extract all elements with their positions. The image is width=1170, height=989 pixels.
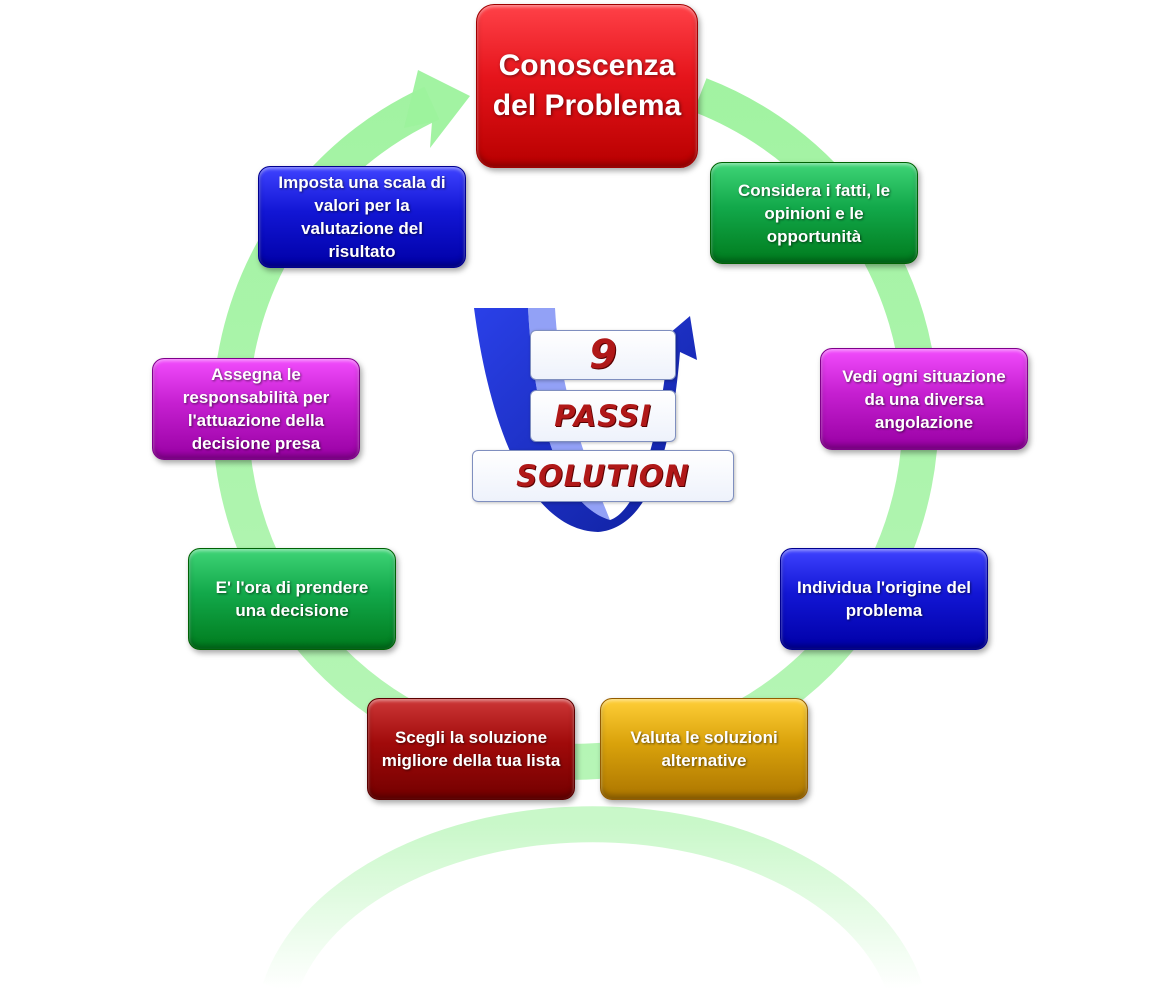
step-main-problem: Conoscenza del Problema [476, 4, 698, 168]
step-label: Scegli la soluzione migliore della tua l… [381, 728, 561, 770]
step-3: Individua l'origine del problema [780, 548, 988, 650]
logo-word-passi: PASSI [554, 399, 652, 433]
step-label: Valuta le soluzioni alternative [630, 728, 778, 770]
logo-word-solution: SOLUTION [516, 459, 690, 493]
step-8: Imposta una scala di valori per la valut… [258, 166, 466, 268]
step-label: Imposta una scala di valori per la valut… [278, 173, 446, 261]
step-1: Considera i fatti, le opinioni e le oppo… [710, 162, 918, 264]
step-label: Assegna le responsabilità per l'attuazio… [182, 365, 330, 453]
step-4: Valuta le soluzioni alternative [600, 698, 808, 800]
step-label: E' l'ora di prendere una decisione [215, 578, 369, 620]
cycle-ring-arc [212, 78, 939, 780]
cycle-ring-reflection [262, 806, 923, 989]
step-label: Vedi ogni situazione da una diversa ango… [842, 366, 1006, 432]
logo-solution-box: SOLUTION [472, 450, 734, 502]
step-7: Assegna le responsabilità per l'attuazio… [152, 358, 360, 460]
step-label: Individua l'origine del problema [796, 578, 972, 620]
step-main-label: Conoscenza del Problema [492, 49, 682, 122]
logo-passi-box: PASSI [530, 390, 676, 442]
cycle-arrow-head [404, 70, 470, 148]
logo-number: 9 [589, 332, 617, 378]
step-2: Vedi ogni situazione da una diversa ango… [820, 348, 1028, 450]
step-label: Considera i fatti, le opinioni e le oppo… [737, 180, 891, 246]
step-6: E' l'ora di prendere una decisione [188, 548, 396, 650]
logo-number-box: 9 [530, 330, 676, 380]
step-5: Scegli la soluzione migliore della tua l… [367, 698, 575, 800]
